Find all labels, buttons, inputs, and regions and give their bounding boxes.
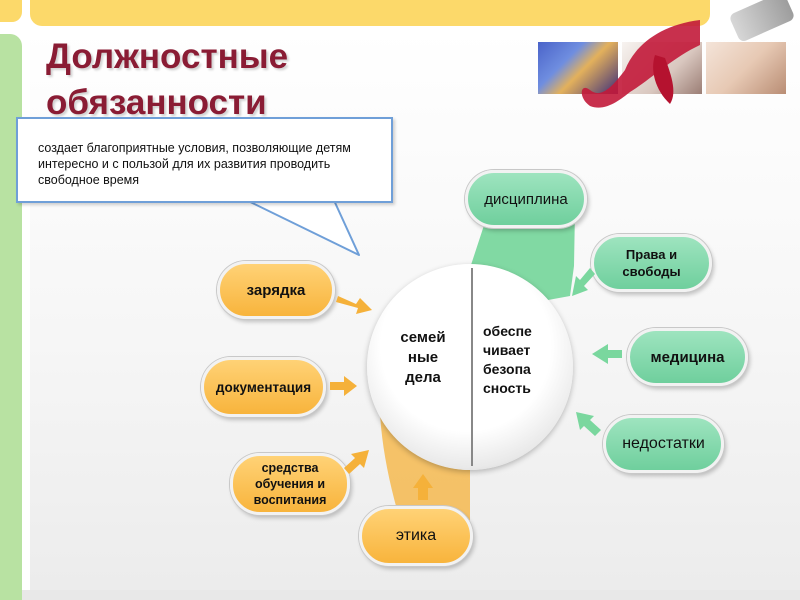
pill-discipline-label: дисциплина — [484, 190, 568, 208]
center-circle — [367, 264, 573, 470]
arrow-icon — [330, 376, 357, 396]
pill-shortcomings[interactable]: недостатки — [603, 415, 724, 473]
pill-exercise-label: зарядка — [246, 281, 306, 299]
center-left-text: семей ные дела — [400, 329, 446, 386]
callout-box: создает благоприятные условия, позволяющ… — [16, 117, 393, 203]
pill-documentation[interactable]: документация — [201, 357, 326, 417]
pill-exercise[interactable]: зарядка — [217, 261, 335, 319]
arrow-icon — [344, 450, 369, 474]
callout-text: создает благоприятные условия, позволяющ… — [38, 141, 351, 187]
art-supplies-photo — [538, 42, 618, 94]
pill-rights[interactable]: Права и свободы — [591, 234, 712, 292]
bottom-strip — [22, 590, 800, 600]
arrow-icon — [576, 412, 601, 436]
pill-discipline[interactable]: дисциплина — [465, 170, 587, 228]
pill-medicine-label: медицина — [650, 348, 725, 366]
pill-teaching-tools[interactable]: средства обучения и воспитания — [230, 453, 350, 515]
pill-documentation-label: документация — [215, 379, 312, 395]
center-right-text: обеспе чивает безопа сность — [483, 323, 532, 396]
pill-medicine[interactable]: медицина — [627, 328, 748, 386]
child-photo — [706, 42, 786, 94]
top-left-accent — [0, 0, 22, 22]
pill-ethics-label: этика — [395, 527, 437, 544]
pill-ethics[interactable]: этика — [359, 506, 473, 566]
circle-divider — [471, 268, 473, 466]
arrow-icon — [336, 296, 372, 314]
arrow-icon — [413, 474, 433, 500]
page-title: Должностные обязанности — [46, 37, 289, 122]
pill-shortcomings-label: недостатки — [622, 435, 705, 452]
top-bar — [30, 0, 710, 26]
pill-rights-label: Права и свободы — [622, 247, 681, 279]
arrow-icon — [592, 344, 622, 364]
pill-teaching-tools-label: средства обучения и воспитания — [253, 461, 327, 507]
arrow-icon — [572, 268, 595, 296]
